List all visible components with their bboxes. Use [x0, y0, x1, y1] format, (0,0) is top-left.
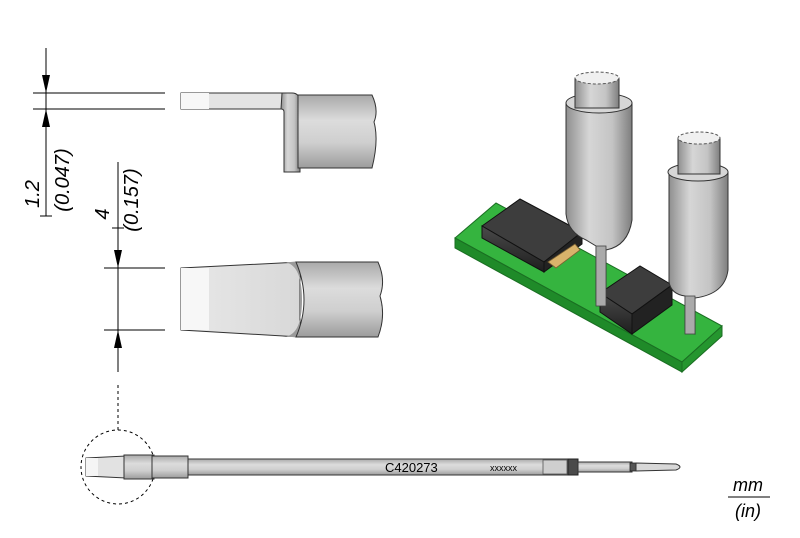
chip-right-side [631, 284, 673, 335]
tip-bend [280, 92, 301, 173]
tip-shaft-side [297, 94, 377, 169]
arrow-up-icon [42, 109, 50, 127]
tip-edge-highlight-top [181, 268, 209, 330]
tip-pin-left-blade [595, 245, 607, 307]
thickness-in-label: (0.047) [52, 148, 74, 211]
tip-top-view [104, 261, 384, 338]
arrow-up-icon [114, 330, 122, 348]
width-mm-label: 4 [92, 208, 114, 219]
arrow-down-icon [114, 250, 122, 268]
tip-side-view [33, 92, 377, 173]
cartridge-pin [635, 462, 681, 472]
part-number-label: C420273 [385, 460, 438, 475]
cartridge-connector [577, 461, 633, 473]
secondary-marking-label: xxxxxx [490, 463, 518, 473]
cartridge-full-view: C420273 xxxxxx [80, 385, 681, 505]
width-in-label: (0.157) [121, 168, 143, 231]
cartridge-step [542, 459, 568, 475]
cartridge-collar-1 [123, 454, 155, 480]
application-illustration [454, 71, 729, 374]
cartridge-collar-2 [151, 455, 189, 479]
arrow-down-icon [42, 75, 50, 93]
unit-mm-label: mm [733, 475, 763, 495]
thickness-dimension: 1.2 (0.047) [22, 48, 74, 217]
chip-left-pad [547, 243, 581, 269]
unit-in-label: (in) [735, 501, 761, 521]
cartridge-connector-ring [629, 462, 637, 472]
cartridge-band [567, 458, 579, 476]
tip-pin-left-end [574, 71, 620, 85]
tip-pin-right-blade [684, 295, 696, 335]
units-legend: mm (in) [728, 475, 770, 521]
cartridge-tip-edge [86, 458, 98, 476]
tip-shaft-top [295, 261, 384, 338]
tip-pin-right-end [677, 131, 721, 145]
tip-pin-right-shaft [677, 137, 721, 175]
thickness-mm-label: 1.2 [22, 180, 44, 208]
pcb-side-edge [681, 324, 723, 374]
width-dimension: 4 (0.157) [92, 162, 143, 372]
tip-edge-highlight [181, 93, 209, 109]
